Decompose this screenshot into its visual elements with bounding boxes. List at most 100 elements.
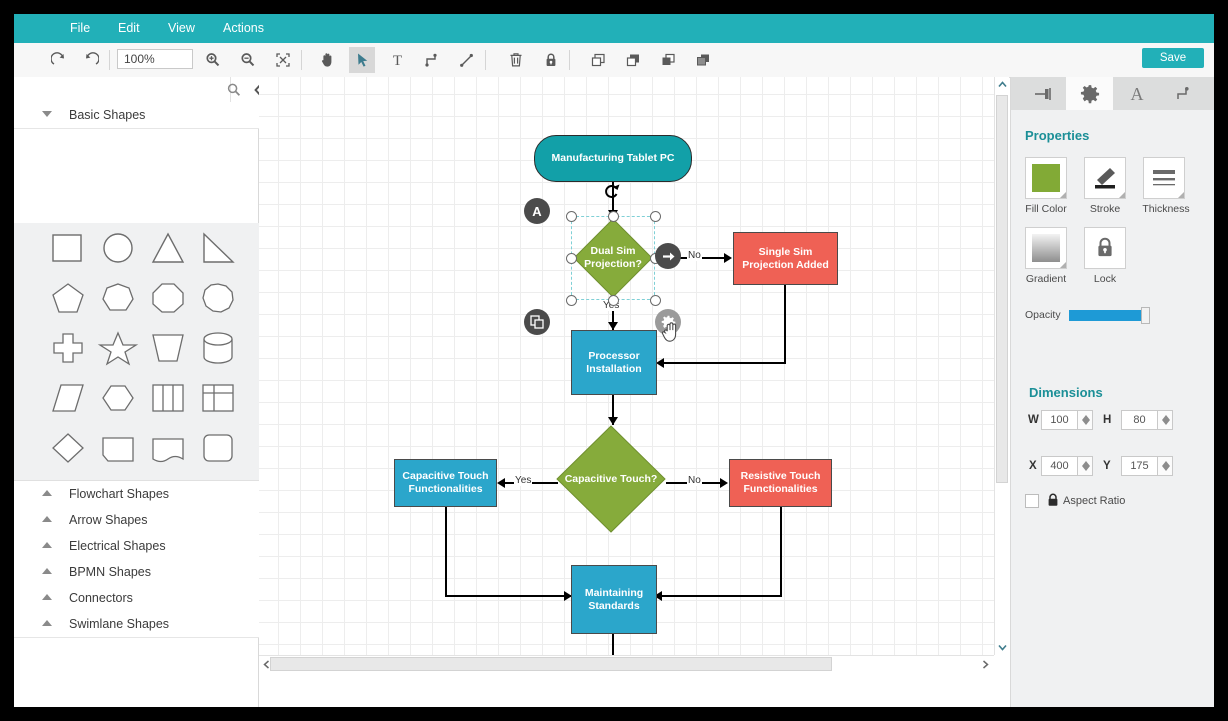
category-flowchart-shapes[interactable]: Flowchart Shapes	[14, 481, 259, 508]
stepper-down-icon[interactable]	[1162, 466, 1170, 471]
shape-rectangle[interactable]	[44, 223, 94, 273]
node-capacitive-touch-functionalities[interactable]: Capacitive Touch Functionalities	[394, 459, 497, 507]
shape-plus[interactable]	[44, 323, 94, 373]
delete-icon[interactable]	[503, 47, 529, 73]
zoom-input[interactable]	[117, 49, 193, 69]
tab-connector[interactable]	[1160, 77, 1207, 110]
fab-draw-connector-button[interactable]	[655, 243, 681, 269]
stepper-up-icon[interactable]	[1162, 415, 1170, 420]
vertical-scroll-thumb[interactable]	[996, 95, 1008, 483]
tab-pin[interactable]	[1019, 77, 1066, 110]
undo-icon[interactable]	[77, 47, 103, 73]
redo-icon[interactable]	[46, 47, 72, 73]
shape-ellipse[interactable]	[94, 223, 144, 273]
shape-triangle[interactable]	[144, 223, 194, 273]
edge-resfunc-to-maintaining[interactable]	[657, 595, 782, 597]
stepper-down-icon[interactable]	[1162, 420, 1170, 425]
shape-nonagon[interactable]	[194, 273, 244, 323]
node-capacitive-touch[interactable]: Capacitive Touch?	[556, 425, 666, 533]
category-basic-shapes[interactable]: Basic Shapes	[14, 102, 259, 129]
send-to-back-icon[interactable]	[620, 47, 646, 73]
edge-singlesim-to-processor[interactable]	[659, 362, 786, 364]
resize-handle-s[interactable]	[608, 295, 619, 306]
width-stepper[interactable]	[1078, 410, 1093, 430]
edge-capfunc-down[interactable]	[445, 507, 447, 597]
y-input[interactable]	[1121, 456, 1158, 476]
node-single-sim-projection-added[interactable]: Single Sim Projection Added	[733, 232, 838, 285]
stepper-down-icon[interactable]	[1082, 420, 1090, 425]
menu-actions[interactable]: Actions	[223, 21, 264, 35]
scroll-down-button[interactable]	[995, 640, 1009, 654]
menu-file[interactable]: File	[70, 21, 91, 35]
fit-to-page-icon[interactable]	[270, 47, 296, 73]
shape-vertical-container[interactable]	[144, 373, 194, 423]
shape-pentagon[interactable]	[44, 273, 94, 323]
aspect-ratio-checkbox[interactable]	[1025, 494, 1039, 508]
scroll-left-button[interactable]	[260, 657, 272, 671]
category-connectors[interactable]: Connectors	[14, 585, 259, 612]
bring-forward-icon[interactable]	[655, 47, 681, 73]
menu-edit[interactable]: Edit	[118, 21, 140, 35]
fab-copy-button[interactable]	[524, 309, 550, 335]
node-maintaining-standards[interactable]: Maintaining Standards	[571, 565, 657, 634]
bring-to-front-icon[interactable]	[585, 47, 611, 73]
gradient-button[interactable]	[1025, 227, 1067, 269]
search-input[interactable]	[14, 77, 231, 102]
fab-anchor-button[interactable]: A	[524, 198, 550, 224]
category-bpmn-shapes[interactable]: BPMN Shapes	[14, 559, 259, 586]
opacity-slider-thumb[interactable]	[1141, 307, 1150, 324]
search-icon[interactable]	[226, 82, 242, 98]
canvas-grid[interactable]: Manufacturing Tablet PC Dual Sim Project…	[259, 77, 994, 667]
diagram-canvas[interactable]: Manufacturing Tablet PC Dual Sim Project…	[259, 77, 1009, 707]
straight-connector-icon[interactable]	[454, 47, 480, 73]
orthogonal-connector-icon[interactable]	[419, 47, 445, 73]
shape-parallelogram[interactable]	[44, 373, 94, 423]
shape-cylinder[interactable]	[194, 323, 244, 373]
shape-star[interactable]	[94, 323, 144, 373]
category-swimlane-shapes[interactable]: Swimlane Shapes	[14, 611, 259, 638]
zoom-out-icon[interactable]	[235, 47, 261, 73]
scroll-right-button[interactable]	[979, 657, 991, 671]
shape-table[interactable]	[194, 373, 244, 423]
shape-trapezoid[interactable]	[144, 323, 194, 373]
zoom-in-icon[interactable]	[200, 47, 226, 73]
resize-handle-se[interactable]	[650, 295, 661, 306]
category-arrow-shapes[interactable]: Arrow Shapes	[14, 507, 259, 534]
save-button[interactable]: Save	[1142, 48, 1204, 68]
lock-button[interactable]	[1084, 227, 1126, 269]
resize-handle-ne[interactable]	[650, 211, 661, 222]
pan-icon[interactable]	[314, 47, 340, 73]
tab-text[interactable]: A	[1113, 77, 1160, 110]
select-pointer-icon[interactable]	[349, 47, 375, 73]
stepper-down-icon[interactable]	[1082, 466, 1090, 471]
stepper-up-icon[interactable]	[1082, 461, 1090, 466]
thickness-button[interactable]	[1143, 157, 1185, 199]
node-resistive-touch-functionalities[interactable]: Resistive Touch Functionalities	[729, 459, 832, 507]
text-tool-icon[interactable]: T	[384, 47, 410, 73]
shape-right-triangle[interactable]	[194, 223, 244, 273]
fab-settings-button[interactable]	[655, 309, 681, 335]
edge-dualsim-to-processor[interactable]	[612, 298, 614, 330]
shape-rounded-rectangle[interactable]	[194, 423, 244, 473]
menu-view[interactable]: View	[168, 21, 195, 35]
stroke-button[interactable]	[1084, 157, 1126, 199]
shape-card[interactable]	[94, 423, 144, 473]
lock-icon[interactable]	[538, 47, 564, 73]
stepper-up-icon[interactable]	[1162, 461, 1170, 466]
collapse-panel-icon[interactable]	[250, 81, 266, 99]
resize-handle-sw[interactable]	[566, 295, 577, 306]
shape-tape[interactable]	[144, 423, 194, 473]
edge-maintaining-down[interactable]	[612, 634, 614, 666]
scroll-up-button[interactable]	[995, 77, 1009, 91]
edge-processor-to-capacitive[interactable]	[612, 395, 614, 425]
rotate-handle-icon[interactable]	[603, 182, 623, 209]
horizontal-scroll-thumb[interactable]	[270, 657, 832, 671]
resize-handle-w[interactable]	[566, 253, 577, 264]
node-dual-sim-projection[interactable]: Dual Sim Projection?	[573, 218, 653, 298]
node-processor-installation[interactable]: Processor Installation	[571, 330, 657, 395]
edge-singlesim-down[interactable]	[784, 285, 786, 363]
height-input[interactable]	[1121, 410, 1158, 430]
shape-diamond[interactable]	[44, 423, 94, 473]
shape-octagon[interactable]	[144, 273, 194, 323]
canvas-vertical-scrollbar[interactable]	[994, 77, 1009, 655]
